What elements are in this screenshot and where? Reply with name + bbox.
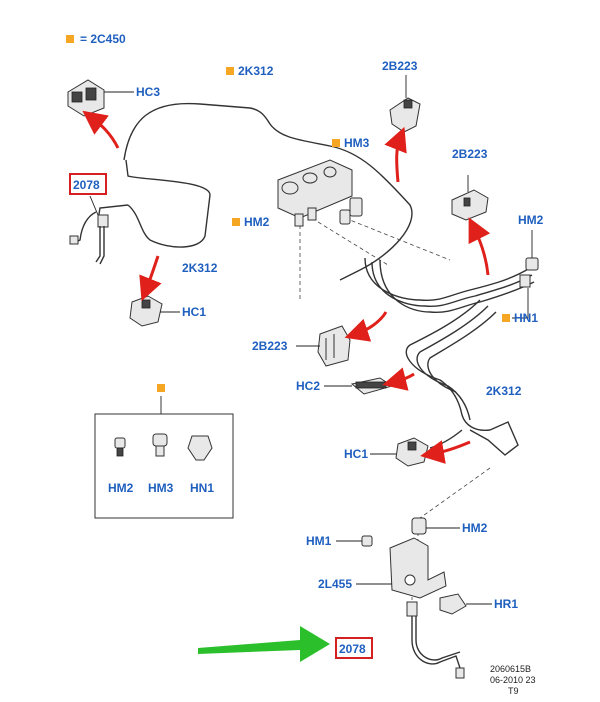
legend-text: = 2C450 [80, 32, 126, 46]
footer-line1: 2060615B [490, 664, 531, 674]
label-2b223-mid: 2B223 [252, 339, 288, 353]
label-2078-bottom: 2078 [339, 642, 366, 656]
box-2078-left [69, 173, 107, 195]
inset-label-hm3: HM3 [148, 481, 174, 495]
arrow-to-b223-top [384, 126, 407, 183]
callout-arrow [198, 626, 330, 662]
l455-bracket [389, 537, 447, 599]
hc2-clip [350, 377, 394, 395]
label-2b223-right: 2B223 [452, 147, 488, 161]
label-hc1-left: HC1 [182, 305, 206, 319]
pipe-left-loop [125, 159, 211, 248]
dash-4 [419, 467, 491, 519]
hose-left [69, 211, 109, 265]
inset-hm3-part [152, 433, 168, 457]
box-2078-bottom [335, 637, 373, 659]
hm2-right-fitting [525, 257, 539, 271]
footer-line2: 06-2010 23 [490, 675, 536, 685]
b223-right-sensor [451, 175, 489, 221]
label-hm2-right: HM2 [518, 213, 544, 227]
legend-swatch [66, 35, 74, 43]
label-hc2: HC2 [296, 379, 320, 393]
hc1-left-clip [129, 295, 163, 327]
label-hm1: HM1 [306, 534, 332, 548]
hose-bottom [406, 601, 465, 679]
hm2-fitting-left [294, 207, 317, 227]
mark-hn1 [502, 314, 510, 322]
hc3-clip [67, 79, 105, 117]
inset-label-hn1: HN1 [190, 481, 214, 495]
arrow-to-hc1-left [139, 255, 162, 302]
hm3-fitting [339, 197, 363, 225]
label-2b223-top: 2B223 [382, 59, 418, 73]
mark-hm3 [332, 139, 340, 147]
label-hr1: HR1 [494, 597, 518, 611]
label-hc3: HC3 [136, 85, 160, 99]
footer-line3: T9 [508, 686, 519, 696]
b223-top-sensor [389, 97, 421, 133]
arrow-to-hc1-mid [420, 440, 471, 464]
b223-mid-clip [317, 325, 351, 367]
label-hm2-left: HM2 [244, 215, 270, 229]
label-hm3: HM3 [344, 136, 370, 150]
label-2k312-left: 2K312 [182, 261, 218, 275]
arrow-to-hc2 [382, 367, 415, 391]
pipe-down-a [405, 299, 491, 432]
abs-modulator [277, 159, 353, 219]
hm2-lower-fitting [411, 517, 427, 535]
pipe-down-c [427, 311, 497, 393]
arrow-to-b223-mid [344, 311, 388, 342]
inset-hm2-part [114, 437, 126, 457]
label-hn1-right: HN1 [514, 311, 538, 325]
mark-inset [157, 384, 165, 392]
label-2l455: 2L455 [318, 577, 352, 591]
label-2k312-top: 2K312 [238, 64, 274, 78]
hm1-bolt [361, 535, 373, 547]
arrow-to-b223-right [468, 217, 491, 276]
label-hm2-lower: HM2 [462, 521, 488, 535]
hr1-clip [439, 593, 467, 615]
inset-hn1-part [187, 435, 213, 461]
arrow-to-hc3 [82, 110, 120, 149]
pipe-down-b [416, 305, 489, 421]
inset-box [94, 396, 234, 519]
dash-3 [344, 217, 451, 261]
label-2k312-right: 2K312 [486, 384, 522, 398]
dash-2 [317, 221, 389, 266]
pipe-bundle-b [371, 261, 533, 308]
pipe-bundle-c [379, 259, 535, 314]
pipe-to-hc1 [429, 429, 463, 449]
label-hc1-mid: HC1 [344, 447, 368, 461]
hn1-right-fitting [519, 274, 531, 288]
mark-hm2-left [232, 218, 240, 226]
inset-label-hm2: HM2 [108, 481, 134, 495]
pipe-top-run [123, 102, 413, 281]
label-2078-left: 2078 [73, 178, 100, 192]
hc1-mid-clip [395, 437, 429, 467]
mark-k312-top [226, 67, 234, 75]
pipe-right-loop [469, 421, 519, 456]
